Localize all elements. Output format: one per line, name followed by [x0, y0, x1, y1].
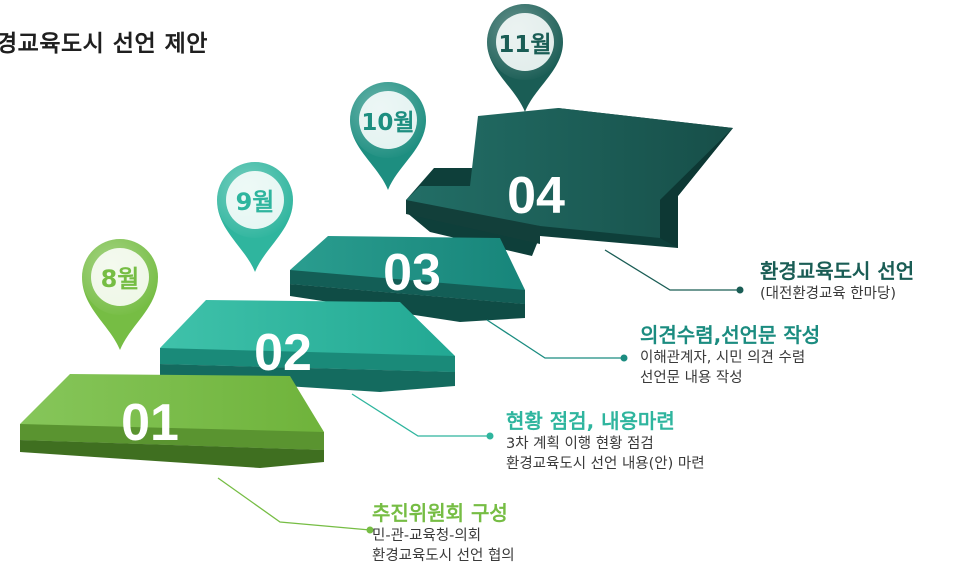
step-02-line-1: 3차 계획 이행 현황 점검 [506, 436, 654, 452]
leader-line-01 [217, 477, 374, 534]
step-number-03: 03 [383, 244, 441, 302]
step-01-line-1: 민-관-교육청-의회 [372, 528, 482, 544]
step-02-heading: 현황 점검, 내용마련 [506, 409, 675, 433]
step-03-line-2: 선언문 내용 작성 [640, 370, 743, 386]
step-02-block [160, 300, 455, 392]
step-01-block [20, 374, 324, 468]
step-02-line-2: 환경교육도시 선언 내용(안) 마련 [506, 456, 705, 472]
step-02-info: 현황 점검, 내용마련 3차 계획 이행 현황 점검 환경교육도시 선언 내용(… [506, 408, 705, 474]
page-title: 경교육도시 선언 제안 [0, 31, 208, 57]
month-pin-9: 9월 [217, 162, 293, 272]
month-pin-8: 8월 [82, 239, 158, 350]
step-01-info: 추진위원회 구성 민-관-교육청-의회 환경교육도시 선언 협의 [372, 500, 515, 566]
step-number-02: 02 [254, 324, 312, 382]
step-number-04: 04 [507, 167, 565, 225]
month-label-10: 10월 [361, 110, 414, 136]
month-pin-10: 10월 [350, 82, 426, 190]
leader-line-04 [604, 249, 744, 294]
step-number-01: 01 [121, 394, 179, 452]
month-label-8: 8월 [101, 265, 140, 293]
step-01-heading: 추진위원회 구성 [372, 501, 508, 525]
leader-line-03 [486, 319, 628, 362]
step-03-line-1: 이해관계자, 시민 의견 수렴 [640, 350, 806, 366]
step-04-info: 환경교육도시 선언 (대전환경교육 한마당) [760, 258, 914, 304]
leader-line-02 [351, 393, 494, 440]
step-01-line-2: 환경교육도시 선언 협의 [372, 548, 515, 564]
step-03-block [290, 236, 525, 322]
month-pin-11: 11월 [487, 4, 563, 112]
step-04-block [406, 108, 733, 256]
step-03-heading: 의견수렴,선언문 작성 [640, 323, 821, 347]
step-04-line-1: (대전환경교육 한마당) [760, 286, 896, 302]
month-label-9: 9월 [236, 188, 275, 216]
month-label-11: 11월 [498, 32, 551, 58]
step-03-info: 의견수렴,선언문 작성 이해관계자, 시민 의견 수렴 선언문 내용 작성 [640, 322, 820, 388]
step-04-heading: 환경교육도시 선언 [760, 259, 915, 283]
